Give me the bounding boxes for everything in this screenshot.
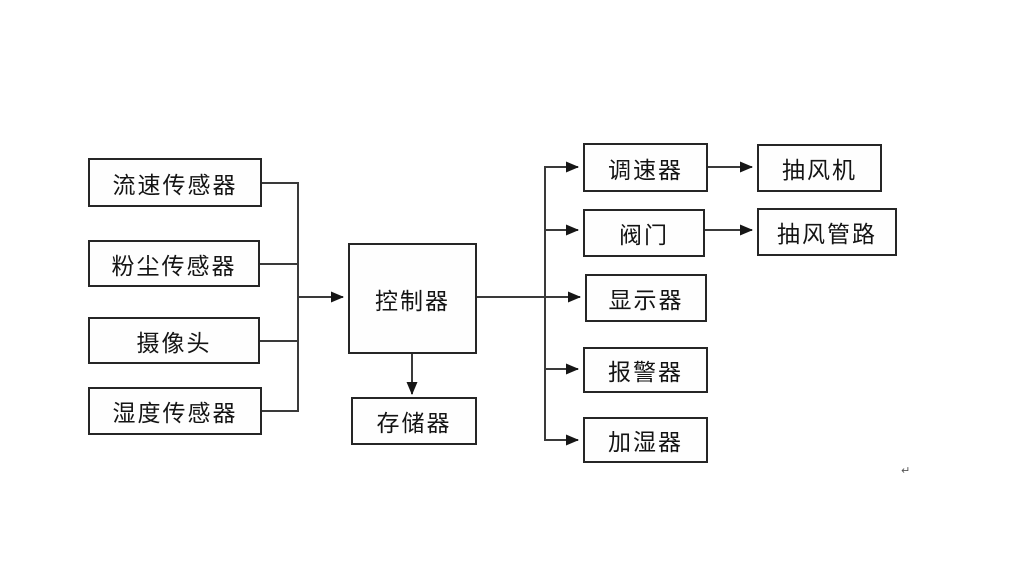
node-humidifier: 加湿器	[583, 417, 708, 463]
node-camera: 摄像头	[88, 317, 260, 364]
node-label: 控制器	[375, 288, 450, 315]
node-label: 流速传感器	[112, 172, 238, 199]
node-label: 粉尘传感器	[111, 253, 237, 280]
node-humidity-sensor: 湿度传感器	[88, 387, 262, 435]
node-label: 显示器	[608, 288, 684, 314]
node-alarm: 报警器	[583, 347, 708, 393]
node-dust-sensor: 粉尘传感器	[88, 240, 260, 287]
node-controller: 控制器	[348, 243, 477, 354]
node-storage: 存储器	[351, 397, 477, 445]
node-label: 湿度传感器	[112, 401, 238, 427]
node-label: 存储器	[376, 411, 452, 437]
node-exhaust-duct: 抽风管路	[757, 208, 897, 256]
node-label: 调速器	[608, 157, 683, 184]
paragraph-mark: ↵	[901, 464, 911, 477]
node-speed-regulator: 调速器	[583, 143, 708, 192]
node-label: 抽风机	[782, 158, 857, 184]
node-display: 显示器	[585, 274, 707, 322]
node-label: 摄像头	[136, 330, 212, 357]
node-label: 阀门	[619, 223, 669, 249]
node-label: 报警器	[608, 360, 683, 386]
node-valve: 阀门	[583, 209, 705, 257]
node-label: 加湿器	[608, 430, 683, 456]
node-label: 抽风管路	[777, 222, 877, 248]
node-exhaust-fan: 抽风机	[757, 144, 882, 192]
node-flow-sensor: 流速传感器	[88, 158, 262, 207]
